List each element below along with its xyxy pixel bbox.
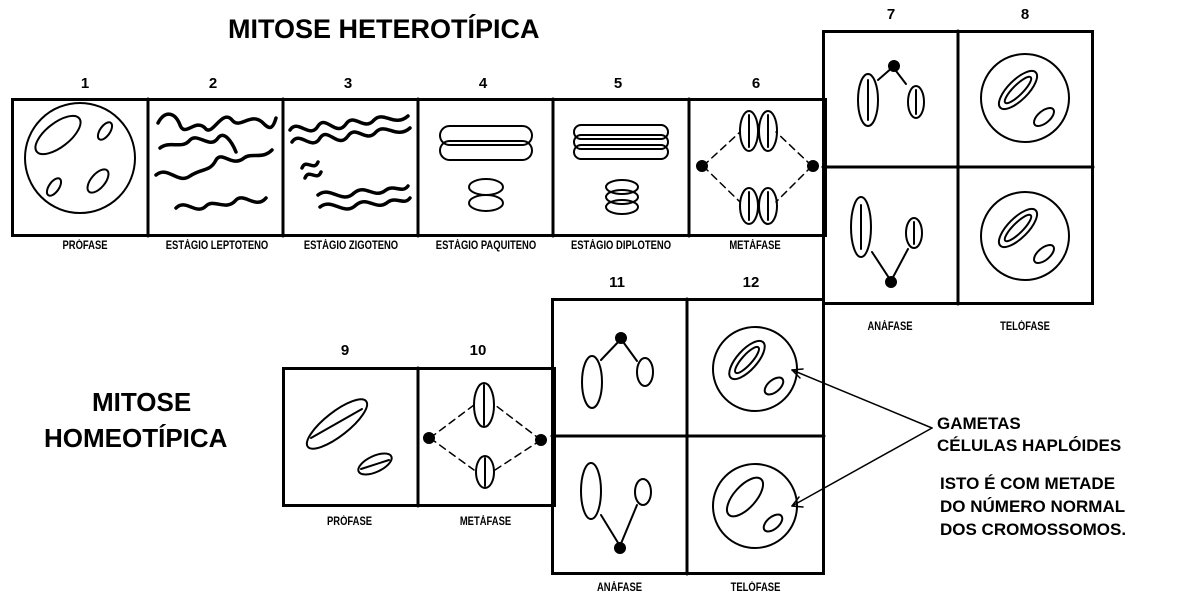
cell-7-anaphase-top (858, 61, 924, 126)
caption-stage-4: ESTÁGIO PAQUITENO (425, 240, 548, 252)
cell-11-anaphase-top (582, 333, 653, 408)
note-celulas-haploides: CÉLULAS HAPLÓIDES (937, 436, 1121, 456)
note-isto-line1: ISTO É COM METADE (940, 474, 1115, 494)
gametes-pointer-arrows (792, 369, 932, 507)
caption-stage-11: ANÁFASE (564, 582, 675, 594)
cell-8-telophase-bottom (981, 192, 1069, 280)
cell-1-prophase (25, 103, 135, 213)
cell-10-metaphase (424, 383, 546, 488)
caption-stage-5: ESTÁGIO DIPLOTENO (560, 240, 683, 252)
cell-4-pachytene (440, 126, 532, 211)
cell-2-leptotene (156, 114, 276, 209)
note-isto-line3: DOS CROMOSSOMOS. (940, 520, 1126, 540)
cell-12-telophase-bottom (713, 464, 797, 548)
caption-stage-2: ESTÁGIO LEPTOTENO (156, 240, 279, 252)
caption-stage-9: PRÓFASE (294, 516, 405, 528)
caption-stage-12: TELÓFASE (700, 582, 811, 594)
cell-9-prophase (300, 392, 394, 479)
cell-12-telophase-top (713, 327, 797, 411)
caption-stage-8: TELÓFASE (972, 321, 1079, 333)
caption-stage-3: ESTÁGIO ZIGOTENO (290, 240, 413, 252)
cell-5-diplotene (574, 125, 668, 214)
cell-7-anaphase-bottom (851, 197, 922, 287)
caption-stage-7: ANÁFASE (837, 321, 944, 333)
cell-3-zygotene (290, 116, 410, 209)
cell-11-anaphase-bottom (581, 463, 651, 553)
caption-stage-1: PRÓFASE (32, 240, 139, 252)
note-isto-line2: DO NÚMERO NORMAL (940, 497, 1125, 517)
caption-stage-6: METÁFASE (702, 240, 809, 252)
note-gametas: GAMETAS (937, 414, 1021, 434)
cell-8-telophase-top (981, 54, 1069, 142)
cell-6-metaphase (697, 111, 818, 224)
caption-stage-10: METÁFASE (430, 516, 541, 528)
